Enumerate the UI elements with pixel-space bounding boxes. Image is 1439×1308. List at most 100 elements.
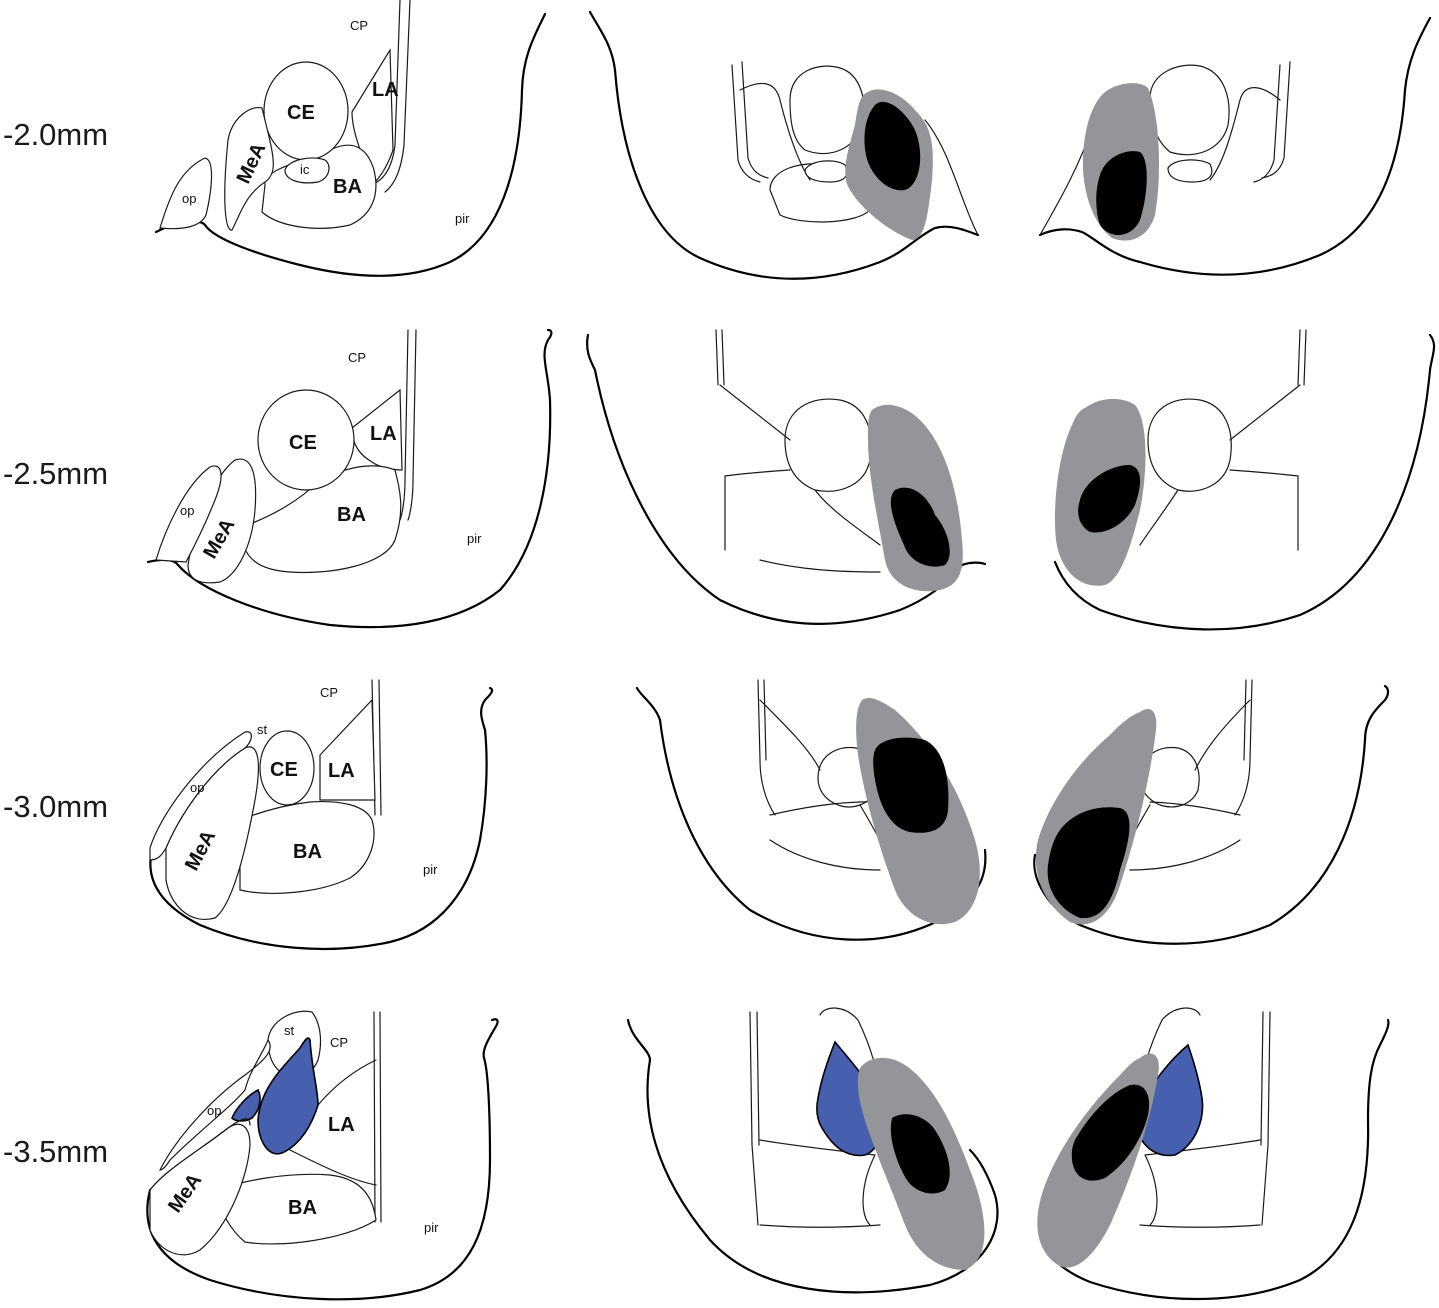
lesion-lines-2b (1139, 384, 1301, 551)
ce-region-3 (259, 730, 315, 806)
label-pir-2: pir (467, 531, 482, 546)
label-la-3: LA (328, 760, 355, 782)
itc-region-4b (231, 1088, 261, 1122)
label-pir-1: pir (455, 211, 470, 226)
lesion-panel-1b (1038, 16, 1432, 276)
itc-region-4a (257, 1037, 319, 1155)
op-region-3 (149, 731, 252, 861)
section-row-2: -2.5mm CP LA CE MeA BA op pir (3, 328, 1436, 631)
label-cp-2: CP (348, 350, 366, 365)
label-ce-2: CE (289, 432, 317, 454)
label-ic-1: ic (300, 162, 310, 177)
lesion-capsule-3a (757, 679, 776, 816)
lesion-lines-4a (759, 1007, 881, 1228)
lesion-ce-2b (1147, 398, 1232, 492)
lesion-outline-4a (626, 1018, 999, 1294)
lesion-panel-3b (1033, 679, 1390, 945)
label-ba-4: BA (288, 1197, 317, 1219)
ba-region-4 (214, 1173, 377, 1245)
lesion-panel-2a (586, 329, 987, 626)
label-st-4: st (284, 1023, 295, 1038)
lesion-panel-4b (1037, 1007, 1390, 1301)
atlas-panel-2: CP LA CE MeA BA op pir (146, 328, 553, 629)
capsule-line-2 (399, 329, 417, 521)
label-cp-1: CP (350, 18, 368, 33)
mea-boundary-4 (149, 1118, 251, 1191)
op-region-1 (159, 157, 213, 230)
label-st-3: st (257, 722, 268, 737)
label-la-4: LA (328, 1114, 355, 1136)
brain-outline-1 (154, 12, 547, 277)
brain-outline-3 (149, 686, 494, 951)
lesion-small-1b (1096, 151, 1147, 236)
lesion-capsule-4b (1260, 1011, 1271, 1226)
atlas-panel-3: CP st LA CE MeA BA op pir (149, 679, 494, 951)
lesion-capsule-3b (1234, 679, 1253, 816)
label-ba-2: BA (337, 504, 366, 526)
label-la-1: LA (372, 79, 399, 101)
lesion-outline-4b (1039, 1018, 1390, 1301)
lesion-lines-3a (759, 699, 961, 881)
lesion-small-3a (873, 737, 949, 833)
op-region-2 (155, 465, 222, 563)
lesion-capsule-2b (1297, 329, 1307, 386)
depth-label-1: -2.0mm (3, 117, 108, 152)
mea-region-1 (224, 107, 274, 231)
depth-label-2: -2.5mm (3, 456, 108, 491)
label-la-2: LA (370, 423, 397, 445)
lesion-panel-3a (635, 679, 987, 941)
la-region-2 (351, 388, 403, 471)
lesion-small-1a (864, 101, 921, 191)
lesion-outline-1a (588, 10, 980, 280)
lesion-small-2a (890, 487, 950, 567)
lesion-capsule-1b (1253, 61, 1291, 183)
ce-region-2 (257, 389, 355, 491)
depth-label-3: -3.0mm (3, 789, 108, 824)
lesion-outline-1b (1038, 16, 1432, 276)
section-row-3: -3.0mm CP st LA CE MeA BA op pir (3, 679, 1390, 951)
lesion-ce-3b (1139, 746, 1200, 808)
label-pir-4: pir (424, 1220, 439, 1235)
label-ce-3: CE (270, 759, 298, 781)
label-op-3: op (190, 780, 204, 795)
lesion-ce-2a (784, 398, 872, 492)
depth-label-4: -3.5mm (3, 1134, 108, 1169)
label-op-4: op (207, 1103, 221, 1118)
lesion-capsule-1a (731, 61, 769, 183)
label-op-1: op (182, 191, 196, 206)
lesion-panel-1a (588, 10, 980, 280)
atlas-panel-1: CP LA CE MeA ic BA op pir (154, 0, 547, 277)
label-op-2: op (180, 503, 194, 518)
lesion-panel-4a (626, 1007, 999, 1294)
lesion-ic-1a (804, 160, 848, 183)
label-cp-4: CP (330, 1035, 348, 1050)
la-outline-4 (289, 1059, 377, 1186)
section-row-1: -2.0mm CP LA CE MeA ic BA op pir (3, 0, 1432, 280)
lesion-la-1a (739, 82, 979, 236)
lesion-lines-3b (1104, 699, 1251, 881)
lesion-capsule-2a (715, 329, 725, 386)
section-row-4: -3.5mm CP st LA MeA BA op pir (3, 1007, 1390, 1301)
label-cp-3: CP (320, 685, 338, 700)
ic-region-1 (284, 157, 330, 184)
lesion-ce-1b (1149, 64, 1230, 156)
lesion-lines-4b (1139, 1007, 1261, 1228)
lesion-panel-2b (1053, 329, 1436, 631)
op-region-4 (159, 1038, 271, 1171)
lesion-outline-2b (1053, 333, 1436, 631)
label-ba-3: BA (293, 841, 322, 863)
capsule-line-4 (373, 1011, 382, 1223)
la-region-3 (319, 698, 376, 801)
capsule-line-1b (384, 0, 411, 193)
lesion-small-4b (1071, 1084, 1150, 1181)
lesion-small-4a (890, 1114, 950, 1194)
label-ce-1: CE (287, 102, 315, 124)
label-ba-1: BA (333, 176, 362, 198)
label-pir-3: pir (423, 862, 438, 877)
lesion-lines-2a (719, 384, 881, 573)
lesion-capsule-4a (749, 1011, 760, 1226)
lesion-small-3b (1047, 807, 1130, 919)
lesion-outline-3b (1033, 684, 1390, 945)
atlas-panel-4: CP st LA MeA BA op pir (146, 1010, 499, 1301)
